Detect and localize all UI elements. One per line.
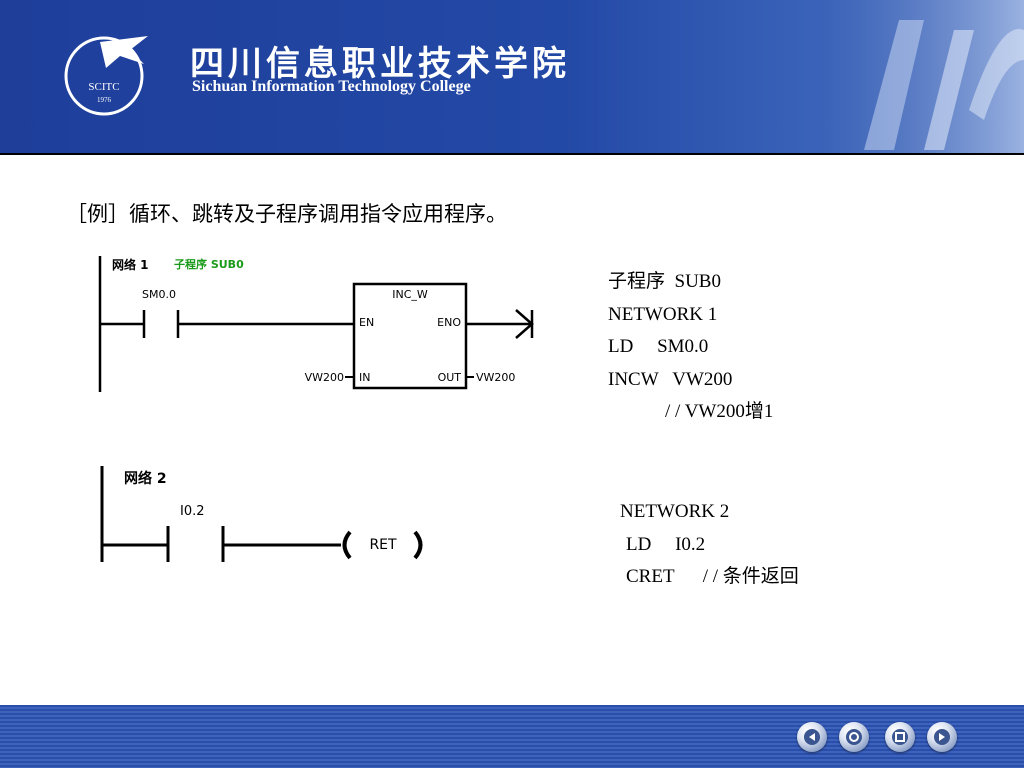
code-line: INCW VW200 (608, 368, 733, 390)
header-divider (0, 153, 1024, 155)
subroutine-label: 子程序 SUB0 (174, 257, 244, 271)
contact-sm00-label: SM0.0 (142, 288, 176, 301)
code-line: NETWORK 1 (608, 303, 718, 325)
ladder-network-1: 网络 1 子程序 SUB0 SM0.0 INC_W EN ENO IN OUT … (98, 256, 534, 392)
contact-i02-label: I0.2 (180, 504, 205, 519)
college-logo: SCITC 1976 (64, 36, 148, 116)
code-line: LD SM0.0 (608, 336, 709, 357)
network-1-label: 网络 1 (112, 257, 149, 272)
box-in: IN (359, 371, 370, 384)
arrow-left-icon (804, 729, 820, 745)
example-title: ［例］循环、跳转及子程序调用指令应用程序。 (66, 202, 507, 226)
menu-square-icon (892, 729, 908, 745)
coil-left-paren (342, 530, 352, 560)
network-2-label: 网络 2 (124, 470, 167, 487)
nav-home-button[interactable] (839, 722, 869, 752)
code-block-network-1: 子程序 SUB0 NETWORK 1 LD SM0.0 INCW VW200 /… (608, 266, 773, 429)
code-block-network-2: NETWORK 2 LD I0.2 CRET / / 条件返回 (620, 496, 799, 594)
header-banner: SCITC 1976 四川信息职业技术学院 Sichuan Informatio… (0, 0, 1024, 153)
code-line: 子程序 SUB0 (608, 271, 721, 292)
home-circle-icon (846, 729, 862, 745)
ladder-network-2: 网络 2 I0.2 RET (100, 466, 423, 562)
out-operand: VW200 (476, 371, 515, 384)
college-name-cn: 四川信息职业技术学院 (190, 44, 570, 84)
ret-coil-label: RET (369, 537, 397, 553)
box-eno: ENO (437, 316, 461, 329)
logo-text: SCITC (88, 81, 119, 93)
box-out: OUT (438, 371, 462, 384)
code-line: / / VW200增1 (608, 401, 774, 422)
inc-w-box (352, 282, 468, 390)
code-line: CRET / / 条件返回 (626, 566, 799, 587)
footer-bar (0, 705, 1024, 768)
code-line: NETWORK 2 (620, 501, 730, 522)
decorative-numbers-graphic (804, 0, 1024, 153)
in-operand: VW200 (305, 371, 344, 384)
box-en: EN (359, 316, 374, 329)
college-name-en: Sichuan Information Technology College (192, 78, 471, 95)
nav-back-button[interactable] (797, 722, 827, 752)
nav-forward-button[interactable] (927, 722, 957, 752)
coil-right-paren (413, 530, 423, 560)
box-title: INC_W (392, 288, 428, 301)
logo-year: 1976 (97, 96, 112, 104)
nav-menu-button[interactable] (885, 722, 915, 752)
arrow-right-icon (934, 729, 950, 745)
code-line: LD I0.2 (626, 533, 706, 555)
